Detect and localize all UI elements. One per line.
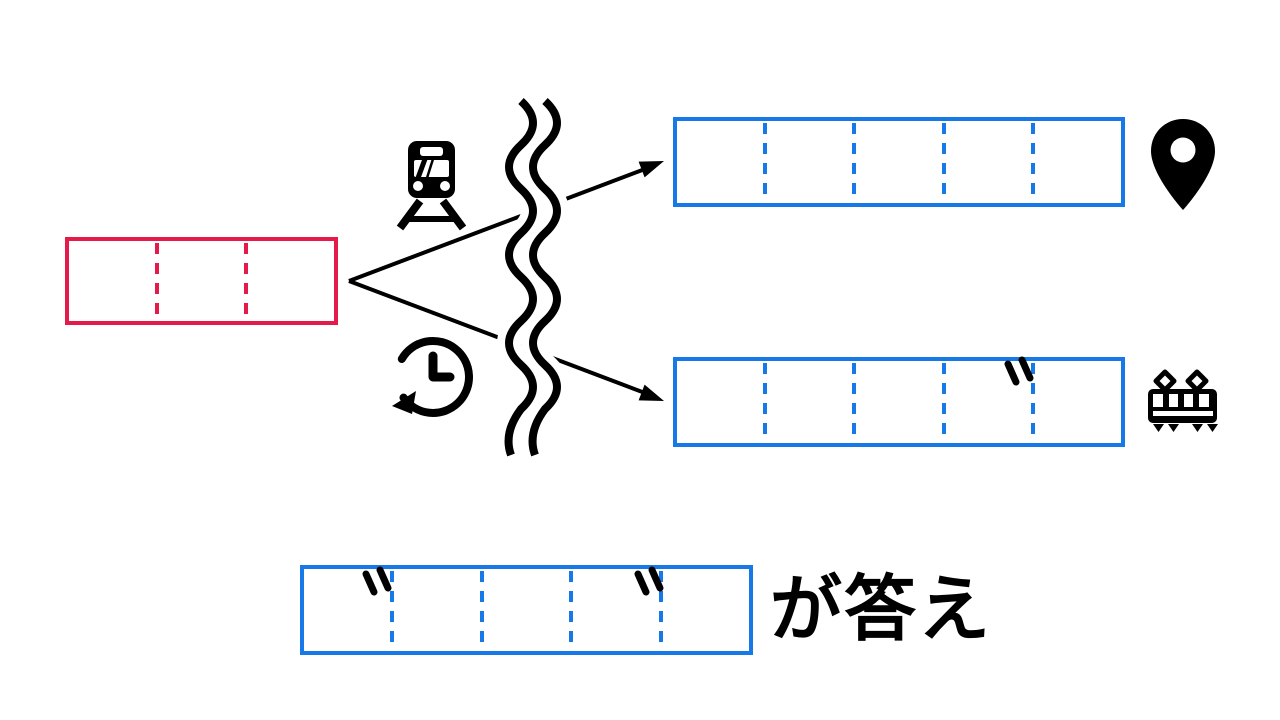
train-front-icon	[396, 141, 467, 231]
char-cell	[1035, 121, 1121, 203]
history-clock-icon	[392, 336, 473, 417]
source-word-box	[65, 237, 338, 325]
cell-divider	[852, 363, 857, 441]
cell-divider	[1031, 123, 1036, 201]
cell-divider	[941, 123, 946, 201]
cell-divider	[479, 571, 484, 649]
tram-side-icon	[1148, 369, 1218, 432]
char-cell	[946, 361, 1032, 443]
char-cell	[663, 569, 749, 651]
answer-label: が答え	[770, 570, 993, 650]
cell-divider	[244, 243, 249, 319]
cell-divider	[389, 571, 394, 649]
char-cell	[677, 121, 763, 203]
cell-divider	[852, 123, 857, 201]
char-cell	[573, 569, 659, 651]
arrow-to-bottom-box	[348, 279, 664, 401]
char-cell	[856, 361, 942, 443]
char-cell	[394, 569, 480, 651]
cell-divider	[659, 571, 664, 649]
char-cell	[69, 241, 155, 321]
result-box-place	[673, 117, 1125, 207]
cell-divider	[941, 363, 946, 441]
char-cell	[248, 241, 334, 321]
char-cell	[767, 361, 853, 443]
result-box-train	[673, 357, 1125, 447]
char-cell	[677, 361, 763, 443]
char-cell	[767, 121, 853, 203]
char-cell	[856, 121, 942, 203]
cell-divider	[1031, 363, 1036, 441]
char-cell	[484, 569, 570, 651]
cell-divider	[569, 571, 574, 649]
char-cell	[1035, 361, 1121, 443]
cell-divider	[762, 363, 767, 441]
answer-box	[300, 565, 753, 655]
char-cell	[946, 121, 1032, 203]
char-cell	[304, 569, 390, 651]
cell-divider	[762, 123, 767, 201]
arrow-to-top-box	[348, 161, 664, 283]
cell-divider	[154, 243, 159, 319]
wavy-separator-icon	[496, 92, 569, 460]
location-pin-icon	[1151, 119, 1215, 210]
char-cell	[159, 241, 245, 321]
